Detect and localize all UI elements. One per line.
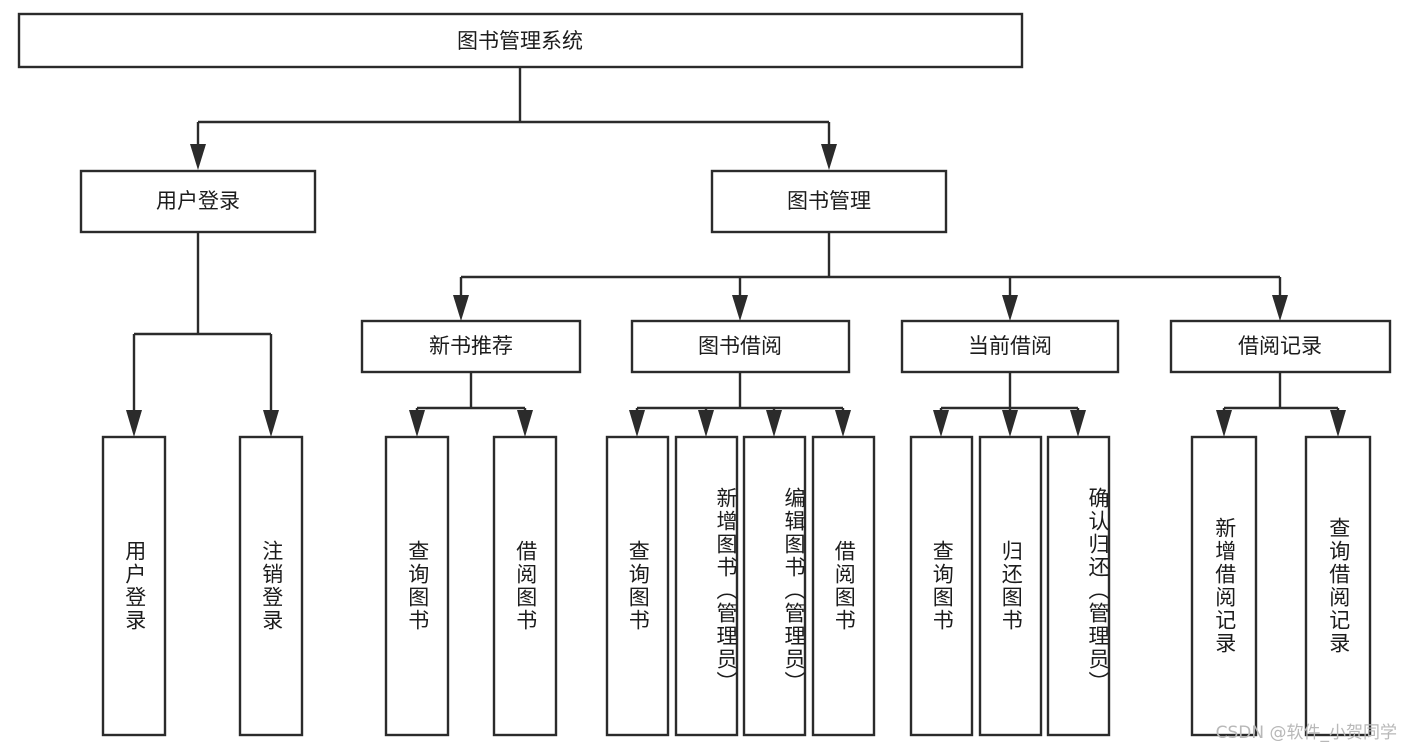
arrow-head-borrow-records [1272, 295, 1288, 321]
arrow-head-leaf-n2 [517, 410, 533, 437]
leaf-box-query-borrow-record[interactable] [1304, 435, 1372, 737]
arrow-head-book-mgmt [821, 144, 837, 170]
node-user-login[interactable]: 用户登录 [79, 169, 317, 234]
leaf-box-add-book-admin[interactable] [674, 435, 739, 737]
leaf-box-logout[interactable] [238, 435, 304, 737]
node-new-book-recommend[interactable]: 新书推荐 [360, 319, 582, 374]
arrow-head-leaf-n1 [409, 410, 425, 437]
arrow-head-leaf-b3 [766, 410, 782, 437]
leaf-box-query-book-borrow[interactable] [605, 435, 670, 737]
node-book-management-box[interactable] [710, 169, 948, 234]
node-borrow-records[interactable]: 借阅记录 [1169, 319, 1392, 374]
node-book-borrow-label: 图书借阅 [698, 334, 782, 358]
node-root-box[interactable] [17, 12, 1024, 69]
arrow-head-leaf-c1 [933, 410, 949, 437]
arrow-head-current-borrow [1002, 295, 1018, 321]
arrow-head-user-login [190, 144, 206, 170]
arrow-head-leaf-b2 [698, 410, 714, 437]
leaf-box-edit-book-admin[interactable] [742, 435, 807, 737]
leaf-box-return-book[interactable] [978, 435, 1043, 737]
node-root[interactable]: 图书管理系统 [17, 12, 1024, 69]
node-current-borrow[interactable]: 当前借阅 [900, 319, 1120, 374]
node-new-book-recommend-box[interactable] [360, 319, 582, 374]
leaf-box-query-book-new[interactable] [384, 435, 450, 737]
arrow-head-leaf-c2 [1002, 410, 1018, 437]
leaf-box-borrow-book-new[interactable] [492, 435, 558, 737]
node-user-login-label: 用户登录 [156, 189, 240, 213]
leaf-box-add-borrow-record[interactable] [1190, 435, 1258, 737]
arrow-head-leaf-c3 [1070, 410, 1086, 437]
leaf-box-borrow-book[interactable] [811, 435, 876, 737]
arrow-head-leaf-r2 [1330, 410, 1346, 437]
node-current-borrow-box[interactable] [900, 319, 1120, 374]
node-book-management[interactable]: 图书管理 [710, 169, 948, 234]
node-new-book-recommend-label: 新书推荐 [429, 334, 513, 358]
arrow-head-leaf-b4 [835, 410, 851, 437]
arrow-head-leaf-b1 [629, 410, 645, 437]
arrow-head-leaf-u2 [263, 410, 279, 437]
arrow-head-leaf-u1 [126, 410, 142, 437]
node-book-management-label: 图书管理 [787, 189, 871, 213]
leaf-box-user-login[interactable] [101, 435, 167, 737]
node-borrow-records-label: 借阅记录 [1238, 334, 1322, 358]
node-current-borrow-label: 当前借阅 [968, 334, 1052, 358]
node-root-label: 图书管理系统 [457, 29, 583, 53]
arrow-head-new-book [453, 295, 469, 321]
node-book-borrow-box[interactable] [630, 319, 851, 374]
leaf-box-query-book-current[interactable] [909, 435, 974, 737]
arrow-head-book-borrow [732, 295, 748, 321]
node-book-borrow[interactable]: 图书借阅 [630, 319, 851, 374]
arrow-head-leaf-r1 [1216, 410, 1232, 437]
leaf-box-confirm-return-admin[interactable] [1046, 435, 1111, 737]
node-borrow-records-box[interactable] [1169, 319, 1392, 374]
csdn-watermark: CSDN @软件_小贺同学 [1215, 723, 1397, 743]
